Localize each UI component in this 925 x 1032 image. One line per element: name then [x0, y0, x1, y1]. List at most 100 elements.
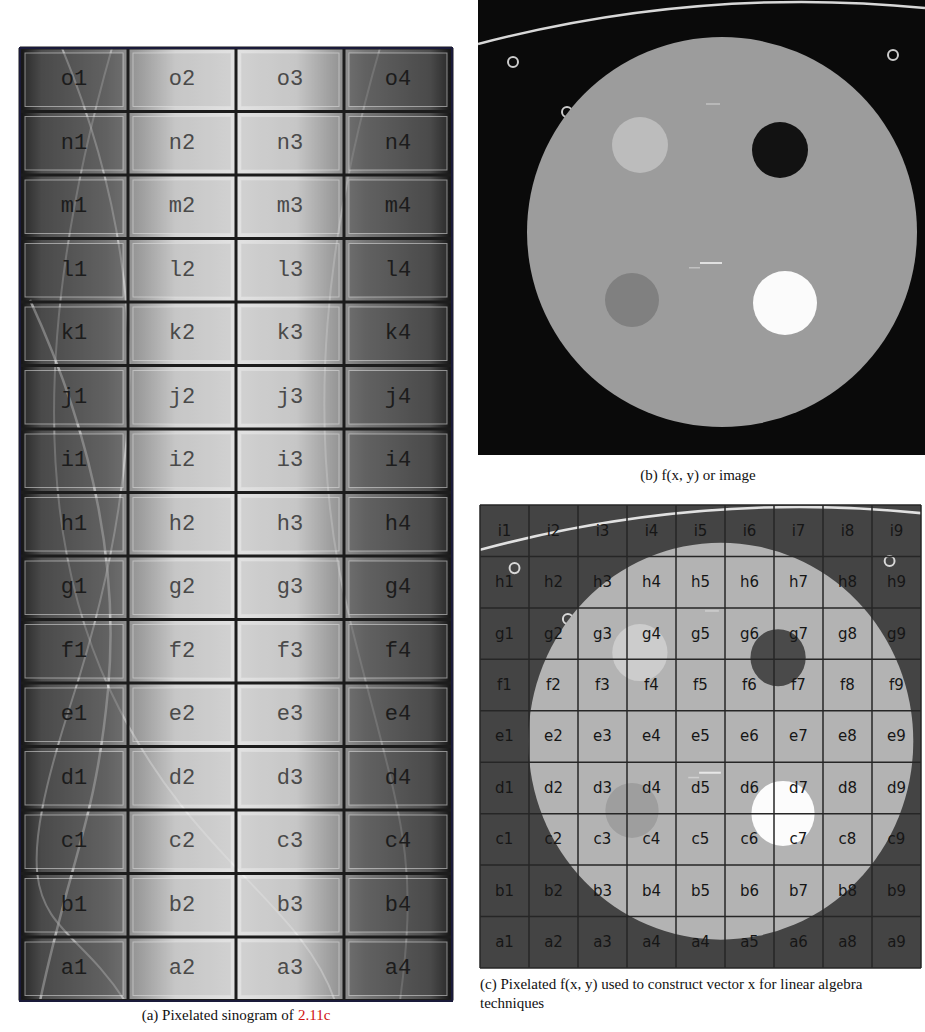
pixel-label: j4	[349, 371, 447, 425]
pixel-label: d5	[678, 764, 723, 811]
grid-line	[127, 48, 130, 1001]
sinogram-pixel	[349, 180, 447, 234]
caption: (b) f(x, y) or image	[478, 466, 918, 485]
pixel-label: h3	[580, 558, 625, 605]
grid-line	[577, 505, 579, 968]
pixel-label: d2	[531, 764, 576, 811]
sinogram-pixel	[241, 434, 339, 488]
pixel-label: f1	[482, 661, 527, 708]
sinogram-pixel	[241, 371, 339, 425]
pixel-label: h1	[482, 558, 527, 605]
grid-line	[20, 936, 452, 939]
pixel-label: m2	[133, 180, 231, 234]
pixel-label: h6	[727, 558, 772, 605]
pixel-label: k3	[241, 307, 339, 361]
sinogram-pixel	[25, 752, 123, 806]
pixel-label: i1	[25, 434, 123, 488]
sinogram-pixel	[241, 625, 339, 679]
pixel-label: g6	[727, 610, 772, 657]
sinogram-pixel	[349, 879, 447, 933]
sinogram-pixel	[25, 815, 123, 869]
pixel-label: d4	[629, 764, 674, 811]
grid-line	[20, 174, 452, 177]
pixel-label: a9	[874, 919, 919, 966]
pixel-label: h7	[776, 558, 821, 605]
pixel-label: i6	[727, 507, 772, 554]
pixel-label: d3	[580, 764, 625, 811]
sinogram-pixel	[25, 561, 123, 615]
pixel-label: i5	[678, 507, 723, 554]
sinogram-ground	[20, 48, 452, 1001]
pixel-label: g1	[482, 610, 527, 657]
pixel-label: e3	[580, 713, 625, 760]
sinogram-pixel	[349, 498, 447, 552]
sinogram-pixel	[133, 561, 231, 615]
pixel-label: n2	[133, 117, 231, 171]
grid-line	[480, 916, 921, 918]
pixel-label: f3	[241, 625, 339, 679]
grid-line	[822, 505, 824, 968]
sinogram-pixel	[25, 625, 123, 679]
caption-text: (a) Pixelated sinogram of	[142, 1007, 294, 1023]
pixel-label: a1	[25, 942, 123, 996]
sinogram-pixel	[241, 942, 339, 996]
pixel-label: a2	[531, 919, 576, 966]
pixel-label: d6	[727, 764, 772, 811]
sinogram-pixel	[349, 371, 447, 425]
sinogram-pixel	[241, 53, 339, 107]
grid-line	[20, 301, 452, 304]
pixel-label: m3	[241, 180, 339, 234]
grid-line	[480, 761, 921, 763]
pixel-label: i4	[349, 434, 447, 488]
pixel-label: d8	[825, 764, 870, 811]
sinogram-pixel	[25, 53, 123, 107]
ct-image	[478, 0, 925, 455]
sinogram-pixel	[241, 688, 339, 742]
sinogram-pixel	[25, 498, 123, 552]
pixel-label: a3	[580, 919, 625, 966]
pixel-label: g5	[678, 610, 723, 657]
grid-line	[20, 428, 452, 431]
pixel-label: b8	[825, 867, 870, 914]
pixel-label: e5	[678, 713, 723, 760]
sinogram-pixel	[349, 625, 447, 679]
pixel-label: e8	[825, 713, 870, 760]
sinogram-pixel	[241, 815, 339, 869]
pixel-label: b6	[727, 867, 772, 914]
grid-line	[920, 505, 922, 968]
grid-line	[871, 505, 873, 968]
pixelated-image	[480, 505, 921, 968]
pixel-label: i8	[825, 507, 870, 554]
pixel-label: b4	[629, 867, 674, 914]
grid-line	[480, 813, 921, 815]
grid-line	[480, 710, 921, 712]
sinogram-pixel	[133, 688, 231, 742]
pixel-label: c2	[133, 815, 231, 869]
sinogram-pixel	[349, 688, 447, 742]
pixel-label: g2	[133, 561, 231, 615]
pixel-label: e2	[133, 688, 231, 742]
pixel-label: j1	[25, 371, 123, 425]
grid-line	[626, 505, 628, 968]
pixel-label: e6	[727, 713, 772, 760]
sinogram-pixel	[349, 561, 447, 615]
sinogram-pixel	[241, 117, 339, 171]
sinogram-pixel	[241, 244, 339, 298]
pixel-label: b2	[531, 867, 576, 914]
sinogram-pixel	[133, 815, 231, 869]
sinogram-pixel	[241, 561, 339, 615]
pixel-label: d1	[25, 752, 123, 806]
sinogram-pixel	[25, 244, 123, 298]
pixel-label: g1	[25, 561, 123, 615]
sinogram-pixel	[349, 752, 447, 806]
sinogram-border	[20, 48, 452, 1001]
pixel-label: f1	[25, 625, 123, 679]
pixel-label: f3	[580, 661, 625, 708]
pixel-label: i2	[531, 507, 576, 554]
pixel-label: b2	[133, 879, 231, 933]
grid-line	[20, 809, 452, 812]
pixel-label: j3	[241, 371, 339, 425]
grid-line	[528, 505, 530, 968]
pixel-label: m1	[25, 180, 123, 234]
